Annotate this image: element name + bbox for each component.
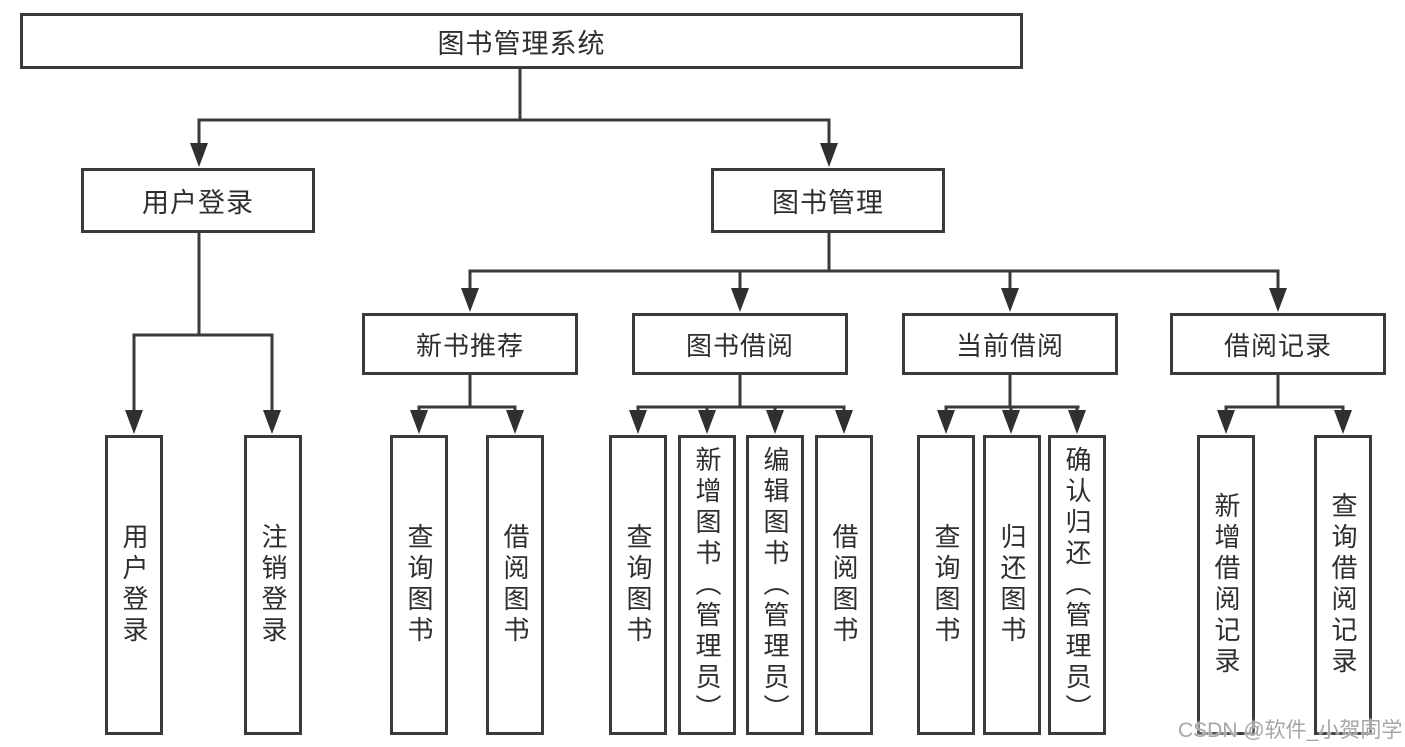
leaf-query-books-borrow: 查询图书 (609, 435, 667, 735)
leaf-query-books-recommend: 查询图书 (390, 435, 448, 735)
leaf-confirm-return-admin: 确认归还（管理员） (1048, 435, 1106, 735)
node-new-book-recommend: 新书推荐 (362, 313, 578, 375)
node-borrow-records: 借阅记录 (1170, 313, 1386, 375)
node-label: 图书管理系统 (437, 28, 606, 59)
leaf-query-borrow-record: 查询借阅记录 (1314, 435, 1372, 735)
node-library-management-system: 图书管理系统 (20, 13, 1023, 69)
connector-new-book (417, 375, 517, 413)
node-label: 当前借阅 (955, 330, 1064, 361)
node-label: 借阅记录 (1223, 330, 1332, 361)
leaf-borrow-books: 借阅图书 (815, 435, 873, 735)
node-current-borrow: 当前借阅 (902, 313, 1118, 375)
leaf-borrow-books-recommend: 借阅图书 (486, 435, 544, 735)
node-label: 新书推荐 (415, 330, 524, 361)
leaf-return-books: 归还图书 (983, 435, 1041, 735)
leaf-logout: 注销登录 (244, 435, 302, 735)
leaf-edit-book-admin: 编辑图书（管理员） (746, 435, 804, 735)
node-user-login: 用户登录 (81, 168, 315, 233)
connector-root (197, 68, 831, 146)
node-book-borrow: 图书借阅 (632, 313, 848, 375)
arrowheads (125, 143, 1352, 434)
leaf-user-login: 用户登录 (105, 435, 163, 735)
connector-book-management (468, 233, 1280, 292)
csdn-watermark: CSDN @软件_小贺同学 (1178, 719, 1403, 742)
connector-current-borrow (944, 375, 1080, 413)
node-label: 图书管理 (772, 188, 884, 218)
leaf-add-book-admin: 新增图书（管理员） (678, 435, 736, 735)
connector-borrow-records (1224, 375, 1345, 413)
leaf-add-borrow-record: 新增借阅记录 (1197, 435, 1255, 735)
node-label: 用户登录 (142, 188, 254, 218)
node-book-management: 图书管理 (711, 168, 945, 233)
connector-user-login (132, 233, 274, 412)
leaf-query-books-current: 查询图书 (917, 435, 975, 735)
connector-book-borrow (636, 375, 846, 413)
node-label: 图书借阅 (685, 330, 794, 361)
